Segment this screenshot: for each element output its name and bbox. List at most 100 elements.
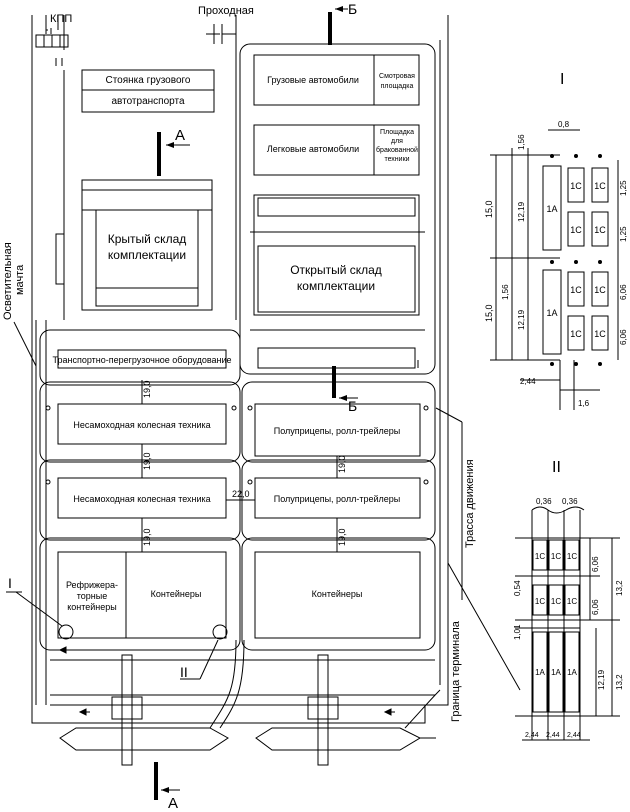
detail-ii-1c: 1С bbox=[551, 552, 561, 561]
traffic-arrows bbox=[58, 360, 419, 716]
section-a-top: А bbox=[157, 127, 190, 176]
cars-area: Легковые автомобили Площадка для бракова… bbox=[253, 124, 420, 176]
section-a-bottom: А bbox=[154, 762, 180, 812]
detail-ii-1a-grid: 1А 1А 1А bbox=[532, 631, 580, 713]
open-warehouse-label-2: комплектации bbox=[297, 279, 375, 293]
passage-label: Проходная bbox=[198, 5, 254, 17]
lighting-mast-label-2: мачта bbox=[14, 264, 26, 295]
section-b-mid-label: Б bbox=[348, 398, 357, 414]
detail-i-dim-0-8: 0,8 bbox=[558, 120, 570, 129]
detail-ii-dim-2-44-b: 2,44 bbox=[546, 732, 560, 739]
dim-19-5: 19,0 bbox=[337, 528, 347, 546]
semitrailers-label-1: Полуприцепы, ролл-трейлеры bbox=[274, 426, 401, 436]
detail-ii-1c: 1С bbox=[551, 597, 561, 606]
rejected-label-1: Площадка bbox=[380, 129, 414, 136]
detail-ii-dim-2-44-c: 2,44 bbox=[567, 732, 581, 739]
non-self-propelled-2: Несамоходная колесная техника bbox=[45, 477, 227, 519]
reefer-label-2: торные bbox=[77, 591, 107, 601]
detail-i-dim-6-06-b: 6,06 bbox=[619, 329, 628, 345]
semitrailers-2: Полуприцепы, ролл-трейлеры bbox=[247, 477, 429, 519]
covered-warehouse-label-2: комплектации bbox=[108, 248, 186, 262]
reefer-label-3: контейнеры bbox=[67, 602, 117, 612]
detail-ii-dim-0-36-b: 0,36 bbox=[562, 497, 578, 506]
dim-19-4: 19,0 bbox=[337, 455, 347, 473]
detail-i-dim-15-b: 15,0 bbox=[484, 304, 494, 322]
inspection-label-2: площадка bbox=[381, 83, 414, 90]
detail-ii-dim-1-01: 1,01 bbox=[513, 624, 522, 640]
rejected-label-4: техники bbox=[384, 156, 409, 163]
containers-right-label: Контейнеры bbox=[312, 589, 363, 599]
terminal-border-label: Граница терминала bbox=[450, 620, 462, 722]
rejected-label-2: для bbox=[391, 138, 403, 145]
dim-19-2: 19,0 bbox=[142, 452, 152, 470]
detail-i-1c: 1С bbox=[594, 181, 606, 191]
detail-i-dim-1-25-a: 1,25 bbox=[619, 180, 628, 196]
quay-and-vessels bbox=[59, 639, 441, 766]
non-self-propelled-label-2: Несамоходная колесная техника bbox=[73, 494, 210, 504]
section-b-top: Б bbox=[328, 1, 357, 45]
dim-22: 22,0 bbox=[232, 489, 250, 499]
detail-i-1c: 1С bbox=[570, 225, 582, 235]
detail-i-1c: 1С bbox=[594, 285, 606, 295]
truck-parking-label-2: автотранспорта bbox=[111, 96, 184, 107]
detail-i-dim-1-56-a: 1,56 bbox=[517, 134, 526, 150]
dim-19-3: 19,0 bbox=[142, 528, 152, 546]
detail-i: I 0,8 1А 1А 1С 1С 1С 1С 1С 1С 1С 1С bbox=[484, 71, 628, 410]
checkpoint: КПП bbox=[35, 13, 72, 66]
detail-i-dim-6-06-a: 6,06 bbox=[619, 284, 628, 300]
detail-i-1a-b: 1А bbox=[546, 308, 557, 318]
semitrailers-1: Полуприцепы, ролл-трейлеры bbox=[247, 403, 429, 457]
covered-warehouse-label-1: Крытый склад bbox=[108, 232, 187, 246]
detail-ii-1a: 1А bbox=[567, 668, 577, 677]
detail-i-dim-12-19-a: 12,19 bbox=[517, 201, 526, 222]
section-a-top-label: А bbox=[175, 127, 185, 144]
kpp-label: КПП bbox=[50, 13, 72, 25]
detail-ii-dim-13-2-b: 13,2 bbox=[615, 674, 624, 690]
field-dimension-labels: 19,0 19,0 19,0 19,0 19,0 22,0 bbox=[142, 380, 347, 546]
detail-i-1c: 1С bbox=[570, 181, 582, 191]
detail-ii-dim-12-19: 12,19 bbox=[597, 669, 606, 690]
detail-i-dim-1-25-b: 1,25 bbox=[619, 226, 628, 242]
detail-ii-1a: 1А bbox=[535, 668, 545, 677]
detail-ii-dim-0-36-a: 0,36 bbox=[536, 497, 552, 506]
passage: Проходная bbox=[198, 5, 254, 44]
detail-i-1c: 1С bbox=[594, 225, 606, 235]
inspection-label-1: Смотровая bbox=[379, 73, 415, 80]
detail-ii-1c: 1С bbox=[567, 597, 577, 606]
detail-ii-dim-13-2-a: 13,2 bbox=[615, 580, 624, 596]
detail-i-dim-15-a: 15,0 bbox=[484, 200, 494, 218]
detail-ii-dim-0-54: 0,54 bbox=[513, 580, 522, 596]
detail-i-1a-a: 1А bbox=[546, 204, 557, 214]
section-b-top-label: Б bbox=[348, 1, 357, 17]
handling-equipment-label: Транспортно-перегрузочное оборудование bbox=[52, 355, 231, 365]
truck-parking-label-1: Стоянка грузового bbox=[105, 75, 190, 86]
containers-left-area: Рефрижера- торные контейнеры Контейнеры bbox=[57, 551, 228, 640]
detail-ii-1c: 1С bbox=[535, 552, 545, 561]
detail-i-dim-1-56-b: 1,56 bbox=[501, 284, 510, 300]
detail-i-1c: 1С bbox=[594, 329, 606, 339]
detail-i-1c: 1С bbox=[570, 285, 582, 295]
detail-i-dim-1-6: 1,6 bbox=[578, 399, 590, 408]
containers-left-label: Контейнеры bbox=[151, 589, 202, 599]
section-a-bottom-label: А bbox=[168, 795, 178, 812]
detail-ii: II 0,36 0,36 1С 1С 1С 1С 1С 1С 1 bbox=[513, 459, 624, 741]
field-dimensions bbox=[141, 380, 338, 552]
detail-ii-title: II bbox=[552, 459, 561, 476]
lighting-mast: Осветительная мачта bbox=[2, 233, 65, 367]
cars-label: Легковые автомобили bbox=[267, 144, 359, 154]
trucks-label: Грузовые автомобили bbox=[267, 75, 359, 85]
detail-i-dim-12-19-b: 12,19 bbox=[517, 309, 526, 330]
detail-i-1c: 1С bbox=[570, 329, 582, 339]
open-warehouse: Открытый склад комплектации bbox=[250, 194, 425, 369]
detail-i-1c-grid: 1С 1С 1С 1С 1С 1С 1С 1С bbox=[567, 167, 609, 351]
open-warehouse-label-1: Открытый склад bbox=[290, 263, 382, 277]
covered-warehouse: Крытый склад комплектации bbox=[81, 179, 213, 311]
callout-i-label: I bbox=[8, 575, 12, 591]
lighting-mast-label-1: Осветительная bbox=[2, 242, 14, 320]
non-self-propelled-1: Несамоходная колесная техника bbox=[45, 403, 237, 445]
detail-ii-1c-grid: 1С 1С 1С 1С 1С 1С bbox=[532, 539, 580, 616]
detail-i-dim-2-44: 2,44 bbox=[520, 377, 536, 386]
site-outline bbox=[31, 15, 521, 724]
detail-ii-dim-2-44-a: 2,44 bbox=[525, 732, 539, 739]
